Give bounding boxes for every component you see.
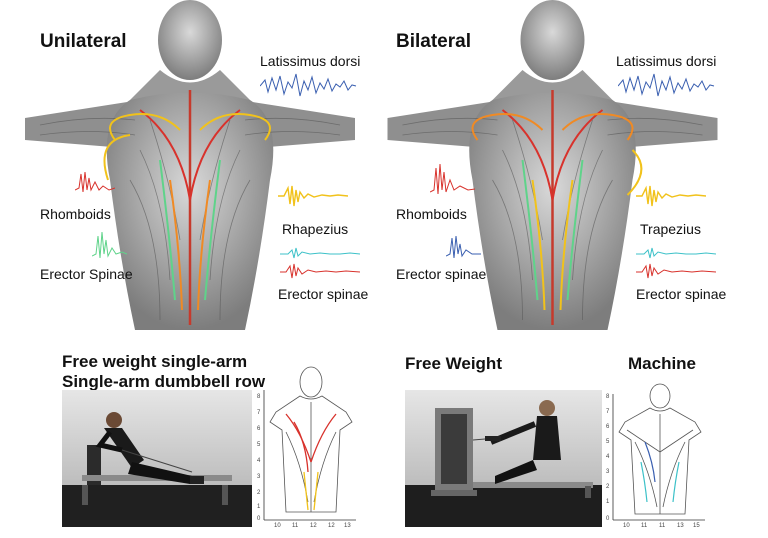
- y-tick: 4: [257, 458, 261, 464]
- title-line-2: Single-arm dumbbell row: [62, 372, 266, 391]
- x-tick: 12: [310, 523, 317, 528]
- x-axis-ticks: 10 11 11 13 15: [623, 523, 700, 528]
- y-tick: 7: [606, 409, 610, 415]
- x-axis-ticks: 10 11 12 12 13: [274, 523, 351, 528]
- y-axis-ticks: 8 7 6 5 4 3 2 1 0: [257, 394, 261, 522]
- x-tick: 10: [623, 523, 630, 528]
- single-arm-back-diagram: 8 7 6 5 4 3 2 1 0 10 11 12 12 13: [257, 366, 356, 528]
- x-tick: 15: [693, 523, 700, 528]
- y-tick: 4: [606, 454, 610, 460]
- y-tick: 2: [257, 490, 261, 496]
- y-tick: 5: [606, 439, 610, 445]
- free-weight-title: Free Weight: [405, 354, 502, 373]
- x-tick: 13: [677, 523, 684, 528]
- y-tick: 6: [257, 426, 261, 432]
- y-tick: 2: [606, 484, 610, 490]
- x-tick: 10: [274, 523, 281, 528]
- bilateral-lat-label: Latissimus dorsi: [616, 53, 717, 69]
- single-arm-row-photo: [62, 390, 252, 527]
- bilateral-rhomboid-emg-trace: [430, 163, 475, 195]
- x-tick: 13: [344, 523, 351, 528]
- erector-emg-trace-right: [280, 247, 360, 279]
- bilateral-erector-emg-trace-left: [446, 235, 481, 259]
- bilateral-erector-right-label: Erector spinae: [636, 286, 727, 302]
- y-tick: 8: [606, 394, 610, 400]
- bilateral-back-illustration: [387, 0, 718, 330]
- bilateral-title: Bilateral: [396, 31, 471, 52]
- free-weight-single-arm-title: Free weight single-arm Single-arm dumbbe…: [62, 352, 265, 392]
- bilateral-trap-label: Trapezius: [640, 221, 701, 237]
- y-axis-ticks: 8 7 6 5 4 3 2 1 0: [606, 394, 610, 522]
- y-tick: 8: [257, 394, 261, 400]
- rhomboid-emg-trace: [75, 171, 115, 193]
- y-tick: 0: [257, 516, 261, 522]
- y-tick: 3: [257, 474, 261, 480]
- erector-emg-trace-left: [92, 231, 127, 259]
- bilateral-erector-left-label: Erector spinae: [396, 266, 487, 282]
- x-tick: 12: [328, 523, 335, 528]
- unilateral-back-illustration: [25, 0, 355, 330]
- y-tick: 1: [606, 499, 610, 505]
- title-line-1: Free weight single-arm: [62, 352, 248, 371]
- x-tick: 11: [641, 523, 648, 528]
- unilateral-trap-label: Rhapezius: [282, 221, 349, 237]
- unilateral-rhomboids-label: Rhomboids: [40, 206, 111, 222]
- y-tick: 7: [257, 410, 261, 416]
- y-tick: 3: [606, 469, 610, 475]
- machine-title: Machine: [628, 354, 697, 373]
- unilateral-erector-left-label: Erector Spinae: [40, 266, 133, 282]
- lat-emg-trace: [260, 73, 357, 97]
- x-tick: 11: [659, 523, 666, 528]
- unilateral-title: Unilateral: [40, 31, 127, 52]
- bilateral-rhomboids-label: Rhomboids: [396, 206, 467, 222]
- bilateral-trap-emg-trace: [636, 185, 706, 207]
- head-shape: [158, 0, 222, 80]
- y-tick: 6: [606, 424, 610, 430]
- bilateral-lat-emg-trace: [618, 73, 715, 97]
- trap-emg-trace: [278, 185, 348, 207]
- y-tick: 1: [257, 504, 261, 510]
- bilateral-erector-emg-trace-right: [636, 247, 716, 279]
- y-tick: 0: [606, 516, 610, 522]
- y-tick: 5: [257, 442, 261, 448]
- unilateral-lat-label: Latissimus dorsi: [260, 53, 361, 69]
- x-tick: 11: [292, 523, 299, 528]
- unilateral-erector-right-label: Erector spinae: [278, 286, 369, 302]
- machine-back-diagram: 8 7 6 5 4 3 2 1 0 10 11 11 13 15: [606, 383, 705, 528]
- seated-cable-row-photo: [405, 390, 602, 527]
